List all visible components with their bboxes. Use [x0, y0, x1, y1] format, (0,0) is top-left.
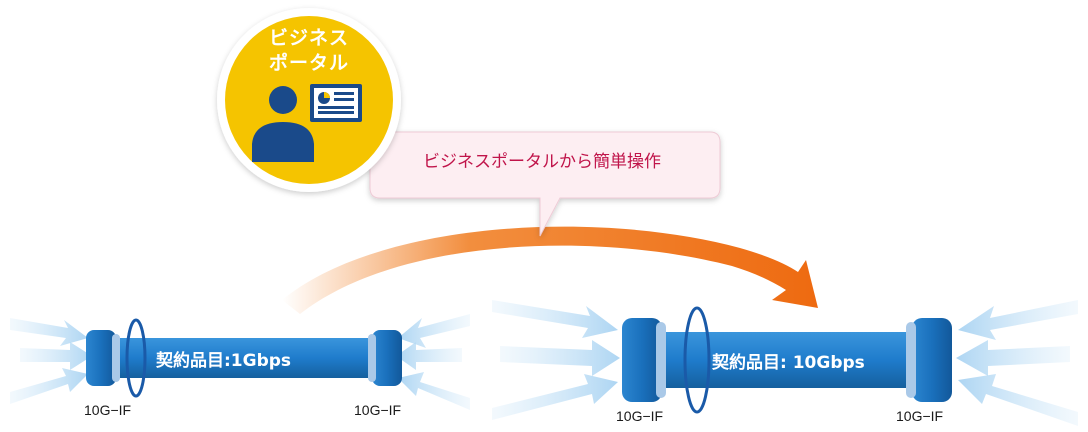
inflow-arrow-icon [398, 372, 470, 410]
pipe-1gbps [86, 318, 402, 398]
business-portal-badge [217, 8, 401, 192]
if-label-1-left: 10G−IF [84, 402, 132, 418]
right-inflow-arrows [956, 300, 1078, 426]
inflow-arrow-icon [958, 374, 1078, 426]
inflow-arrow-icon [958, 300, 1078, 340]
mid-inflow-arrows-right [492, 300, 620, 420]
if-label-2-left: 10G−IF [616, 408, 664, 424]
pipe-label-10gbps: 契約品目: 10Gbps [712, 353, 865, 373]
inflow-arrow-icon [492, 300, 618, 338]
upgrade-arrow [282, 226, 818, 314]
portal-title: ビジネス ポータル [244, 26, 374, 76]
left-inflow-arrows [10, 318, 92, 404]
if-label-1-right: 10G−IF [354, 402, 402, 418]
inflow-arrow-icon [10, 318, 88, 346]
if-label-2-right: 10G−IF [896, 408, 944, 424]
inflow-arrow-icon [500, 340, 620, 376]
bandwidth-ring [683, 306, 711, 414]
callout-balloon [369, 131, 721, 237]
portal-title-line2: ポータル [268, 52, 349, 74]
bandwidth-ring [125, 318, 147, 398]
inflow-arrow-icon [396, 342, 462, 370]
inflow-arrow-icon [10, 368, 88, 404]
inflow-arrow-icon [398, 314, 470, 348]
mid-inflow-arrows-left [396, 314, 470, 410]
pipe-label-1gbps: 契約品目:1Gbps [156, 351, 292, 371]
callout-text: ビジネスポータルから簡単操作 [423, 152, 661, 172]
inflow-arrow-icon [956, 340, 1070, 376]
inflow-arrow-icon [20, 342, 92, 370]
portal-title-line1: ビジネス [268, 27, 349, 49]
pipe-10gbps [622, 306, 952, 414]
inflow-arrow-icon [492, 374, 618, 420]
user-dashboard-icon [252, 84, 362, 162]
